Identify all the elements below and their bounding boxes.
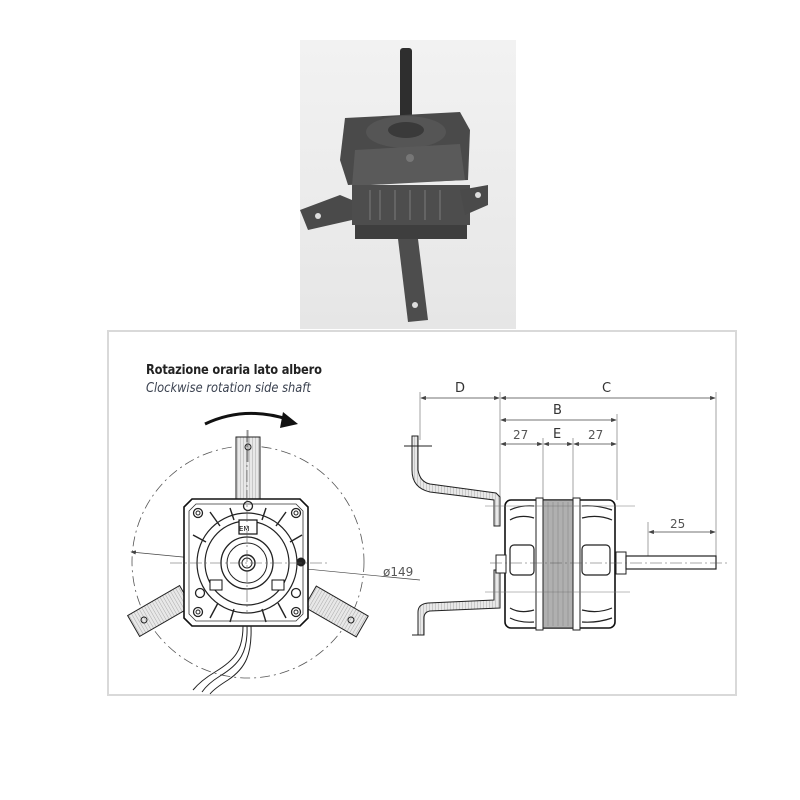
dim-label-c: C <box>602 381 612 396</box>
dim-label-shaft-25: 25 <box>670 517 686 531</box>
dim-label-d: D <box>455 381 466 396</box>
motor-photo-illustration <box>300 48 488 322</box>
dim-label-diameter: ø149 <box>383 565 414 579</box>
dim-label-b: B <box>553 403 562 418</box>
front-view <box>126 411 421 695</box>
dim-label-right-27: 27 <box>588 428 604 442</box>
dim-label-e: E <box>553 427 562 442</box>
nameplate-label: EM <box>239 525 249 533</box>
rotation-title-italian: Rotazione oraria lato albero <box>146 363 322 378</box>
rotation-arrow-icon <box>204 411 291 426</box>
motor-photo <box>300 40 516 329</box>
dim-label-left-27: 27 <box>513 428 529 442</box>
rotation-title-english: Clockwise rotation side shaft <box>146 381 311 396</box>
side-view <box>404 392 730 636</box>
